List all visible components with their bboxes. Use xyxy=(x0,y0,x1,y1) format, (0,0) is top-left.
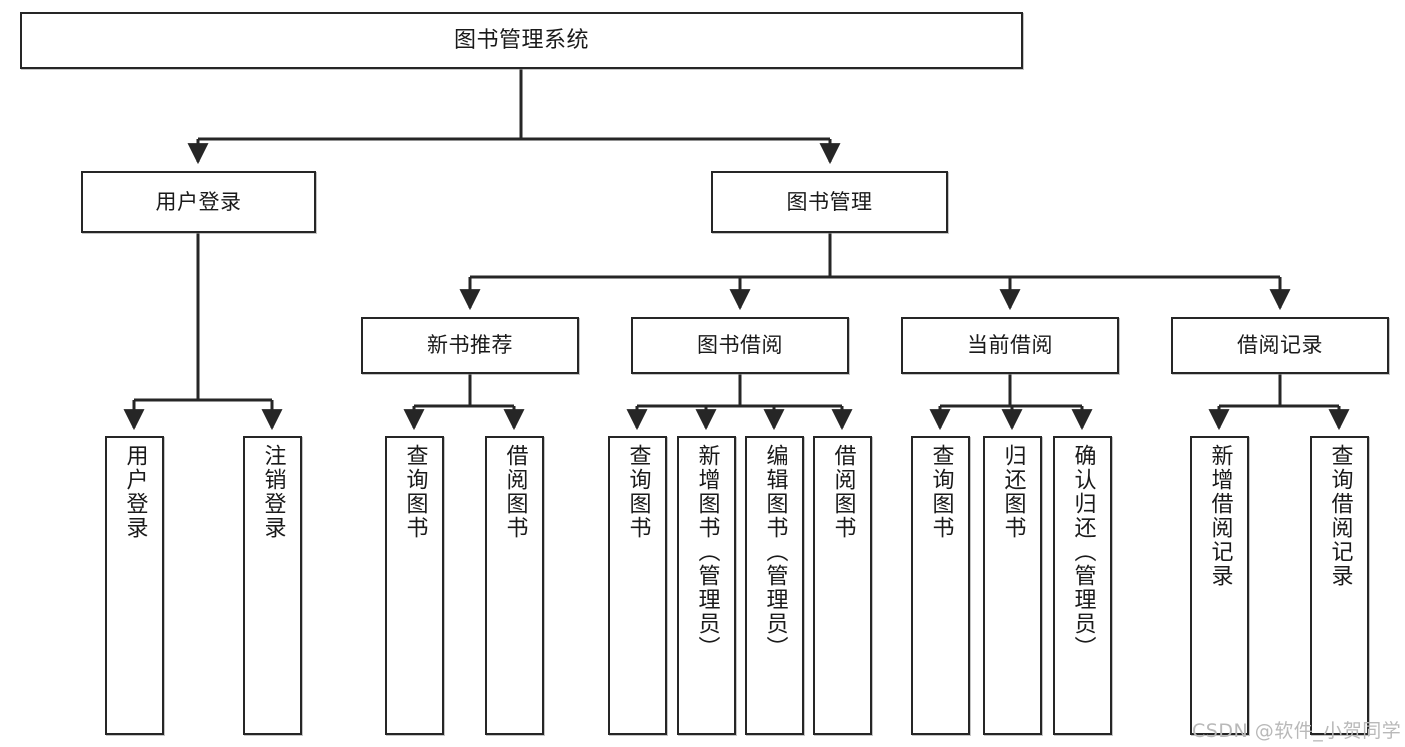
node-label: 查询图书 xyxy=(928,444,954,540)
node-label: 编辑图书（管理员） xyxy=(762,444,788,660)
node-label: 借阅记录 xyxy=(1237,333,1323,358)
node-leaf-user-login[interactable]: 用户登录 xyxy=(105,436,164,735)
node-borrow-record[interactable]: 借阅记录 xyxy=(1171,317,1389,374)
csdn-watermark: CSDN @软件_小贺同学 xyxy=(1192,720,1402,742)
node-leaf-add-record[interactable]: 新增借阅记录 xyxy=(1190,436,1249,735)
node-leaf-borrow-book-2[interactable]: 借阅图书 xyxy=(813,436,872,735)
node-label: 图书管理系统 xyxy=(453,27,589,53)
node-leaf-add-book[interactable]: 新增图书（管理员） xyxy=(677,436,736,735)
node-current-borrow[interactable]: 当前借阅 xyxy=(901,317,1119,374)
node-leaf-return-book[interactable]: 归还图书 xyxy=(983,436,1042,735)
node-label: 确认归还（管理员） xyxy=(1070,444,1096,660)
node-label: 用户登录 xyxy=(122,444,148,540)
node-label: 图书借阅 xyxy=(697,333,783,358)
node-label: 新增图书（管理员） xyxy=(694,444,720,660)
node-book-manage[interactable]: 图书管理 xyxy=(711,171,948,233)
node-label: 图书管理 xyxy=(786,189,873,214)
node-new-book-rec[interactable]: 新书推荐 xyxy=(361,317,579,374)
node-user-login[interactable]: 用户登录 xyxy=(81,171,316,233)
node-label: 用户登录 xyxy=(155,189,242,214)
node-label: 注销登录 xyxy=(260,444,286,540)
node-label: 归还图书 xyxy=(1000,444,1026,540)
node-label: 当前借阅 xyxy=(967,333,1053,358)
node-leaf-confirm-return[interactable]: 确认归还（管理员） xyxy=(1053,436,1112,735)
node-label: 借阅图书 xyxy=(830,444,856,540)
node-label: 查询图书 xyxy=(625,444,651,540)
node-label: 借阅图书 xyxy=(502,444,528,540)
node-root-system[interactable]: 图书管理系统 xyxy=(20,12,1023,69)
node-leaf-user-logout[interactable]: 注销登录 xyxy=(243,436,302,735)
node-leaf-query-book-2[interactable]: 查询图书 xyxy=(608,436,667,735)
node-leaf-borrow-book-1[interactable]: 借阅图书 xyxy=(485,436,544,735)
node-leaf-edit-book[interactable]: 编辑图书（管理员） xyxy=(745,436,804,735)
node-leaf-query-record[interactable]: 查询借阅记录 xyxy=(1310,436,1369,735)
node-label: 新增借阅记录 xyxy=(1207,444,1233,588)
node-label: 新书推荐 xyxy=(427,333,513,358)
node-label: 查询借阅记录 xyxy=(1327,444,1353,588)
node-leaf-query-book-1[interactable]: 查询图书 xyxy=(385,436,444,735)
node-book-borrow[interactable]: 图书借阅 xyxy=(631,317,849,374)
node-label: 查询图书 xyxy=(402,444,428,540)
node-leaf-query-book-3[interactable]: 查询图书 xyxy=(911,436,970,735)
